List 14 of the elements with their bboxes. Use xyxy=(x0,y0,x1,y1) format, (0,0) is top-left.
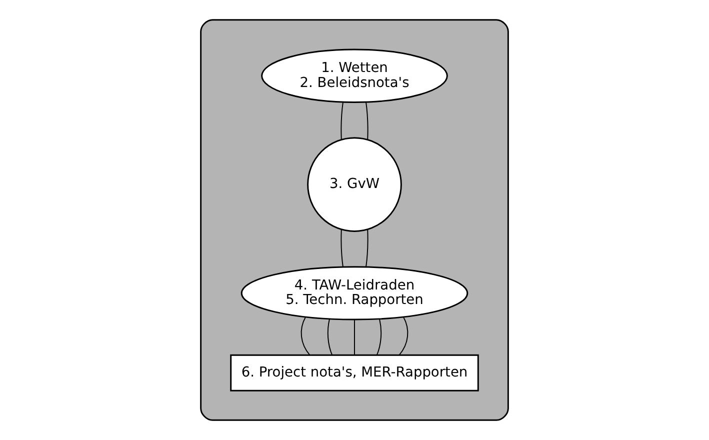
connector xyxy=(376,318,382,356)
connector xyxy=(340,229,344,268)
connector xyxy=(327,318,333,356)
connector xyxy=(300,316,310,356)
connector xyxy=(366,229,368,268)
connector xyxy=(340,102,344,140)
connector xyxy=(398,316,408,356)
node-box: 6. Project nota's, MER-Rapporten xyxy=(230,354,479,392)
connector xyxy=(354,320,355,356)
node-ellipse: 4. TAW-Leidraden 5. Techn. Rapporten xyxy=(240,266,468,320)
node-circle: 3. GvW xyxy=(307,137,402,232)
connector xyxy=(366,102,368,140)
node-ellipse: 1. Wetten 2. Beleidsnota's xyxy=(261,48,448,103)
cluster xyxy=(200,19,509,421)
